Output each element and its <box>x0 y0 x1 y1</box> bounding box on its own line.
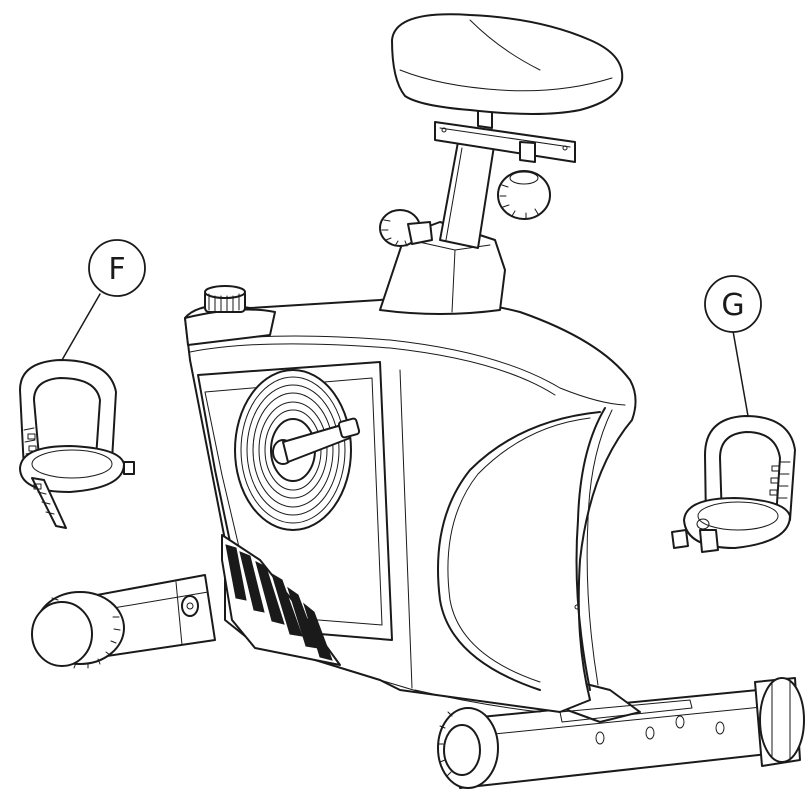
callout-f-label: F <box>108 252 125 287</box>
callout-f: F <box>61 239 146 361</box>
seat-post-assembly <box>379 13 624 315</box>
front-end-cap-right <box>754 677 805 767</box>
seat-adjust-knob <box>379 209 433 247</box>
callout-g: G <box>704 275 762 417</box>
callout-g-label: G <box>721 288 744 323</box>
rear-end-cap <box>31 591 125 669</box>
rear-stabilizer <box>31 574 216 669</box>
right-pedal <box>671 415 796 553</box>
front-end-cap-left <box>437 707 499 789</box>
crank-disc <box>234 369 361 531</box>
lower-vent-ribs <box>221 534 341 666</box>
tension-knob <box>184 285 276 346</box>
seat <box>391 13 624 129</box>
seat-slide-knob <box>497 170 551 220</box>
left-pedal <box>19 359 135 529</box>
